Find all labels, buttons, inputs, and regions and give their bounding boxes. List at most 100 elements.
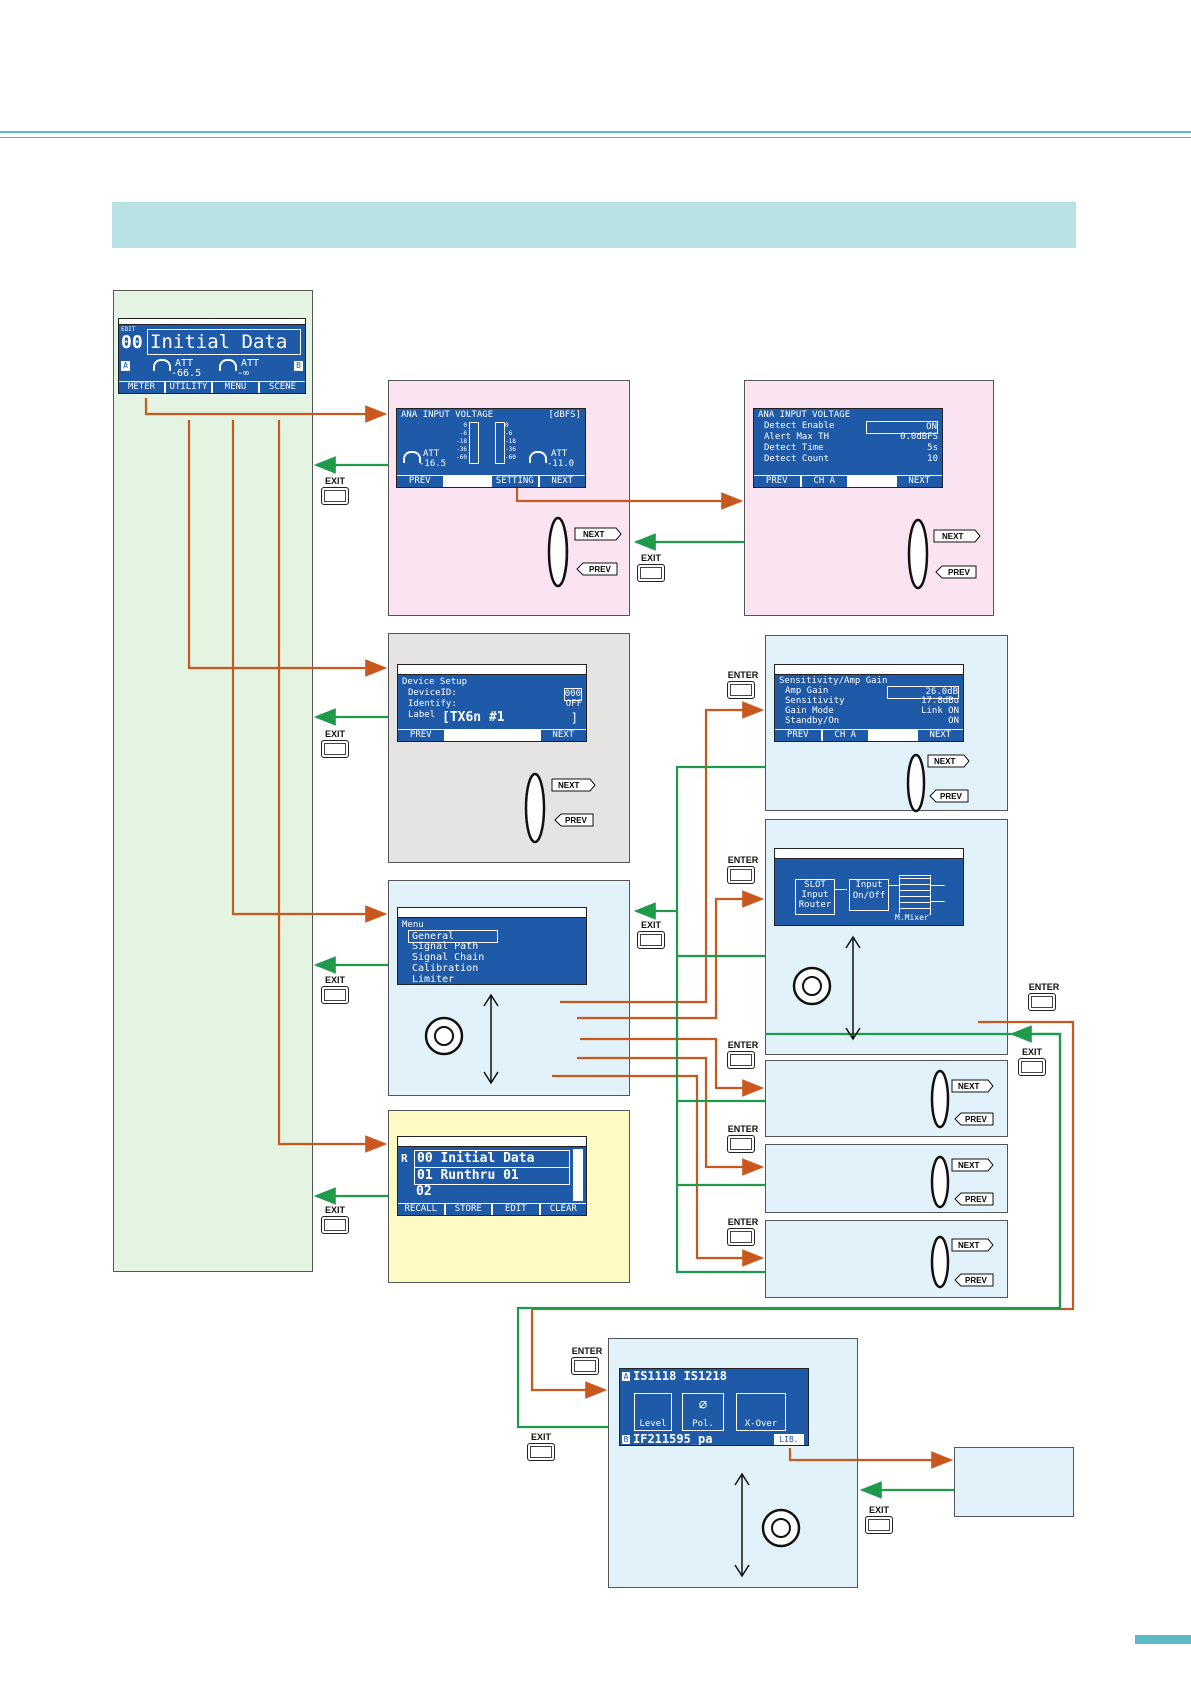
enter-button[interactable]: ENTER (727, 1040, 759, 1069)
scene-bank: R (401, 1152, 408, 1165)
softkey-scene[interactable]: SCENE (260, 382, 305, 393)
scene-row[interactable]: 00 Initial Data (414, 1150, 570, 1168)
exit-button[interactable]: EXIT (321, 1205, 349, 1234)
utility-label-value[interactable]: [TX6n #1 (442, 710, 505, 725)
softkey-ch-a[interactable]: CH A (822, 730, 868, 741)
utility-row-value[interactable]: OFF (565, 699, 582, 709)
level-block[interactable]: Level (634, 1393, 672, 1431)
general-row-label: Sensitivity (785, 696, 845, 706)
scene-scrollbar[interactable] (573, 1149, 583, 1201)
tags-meter-setting (933, 529, 981, 579)
arrow-signal-chain (530, 1020, 1075, 1399)
softkey-prev[interactable]: PREV (398, 730, 444, 741)
utility-row-value[interactable]: 000 (563, 688, 582, 701)
tags-calibration (951, 1158, 994, 1206)
exit-button[interactable]: EXIT (321, 729, 349, 758)
softkey-meter[interactable]: METER (119, 382, 164, 393)
general-row-value[interactable]: ON (948, 716, 959, 726)
scene-number: 00 (121, 332, 143, 353)
softkey-utility[interactable]: UTILITY (166, 382, 211, 393)
exit-button[interactable]: EXIT (321, 476, 349, 505)
menu-item-limiter[interactable]: Limiter (412, 974, 455, 985)
header-rule-top (0, 131, 1191, 133)
setting-row-value[interactable]: 0.0dBFS (900, 432, 938, 442)
meter-title: ANA INPUT VOLTAGE (401, 410, 494, 420)
ch-b-badge: B (294, 361, 303, 371)
softkey-prev[interactable]: PREV (754, 476, 800, 487)
utility-title: Device Setup (402, 677, 468, 687)
general-row-label: Amp Gain (785, 686, 829, 696)
signal-chain-display: A IS1118 IS1218 Level ⌀ Pol. X-Over B IF… (619, 1368, 809, 1446)
menu-item-calibration[interactable]: Calibration (412, 963, 479, 974)
softkey-prev[interactable]: PREV (775, 730, 821, 741)
exit-button[interactable]: EXIT (1018, 1047, 1046, 1076)
softkey-recall[interactable]: RECALL (398, 1204, 444, 1215)
arrow-icon (931, 901, 945, 902)
softkey-prev[interactable]: PREV (397, 476, 443, 487)
enter-button[interactable]: ENTER (727, 855, 759, 884)
enter-button[interactable]: ENTER (727, 1124, 759, 1153)
library-panel (954, 1447, 1074, 1517)
exit-button[interactable]: EXIT (527, 1432, 555, 1461)
speaker-name-b: IF211595_pa (633, 1432, 713, 1446)
softkey-clear[interactable]: CLEAR (540, 1204, 586, 1215)
enter-button[interactable]: ENTER (571, 1346, 603, 1375)
dial-icons (524, 516, 950, 1289)
menu-item-signal-path[interactable]: Signal Path (412, 941, 479, 952)
att-value-a: -66.5 (171, 368, 202, 379)
exit-button[interactable]: EXIT (321, 975, 349, 1004)
menu-item-signal-chain[interactable]: Signal Chain (412, 952, 485, 963)
crossover-block[interactable]: X-Over (736, 1393, 786, 1431)
scene-row[interactable]: 02 (416, 1184, 432, 1199)
polarity-block[interactable]: ⌀ Pol. (682, 1393, 724, 1431)
return-signal-chain-a (765, 1032, 1062, 1308)
lib-softkey[interactable]: LIB. (774, 1434, 804, 1445)
softkey-setting[interactable]: SETTING (492, 476, 538, 487)
block-m-mixer[interactable]: M.Mixer (895, 913, 929, 922)
enter-button[interactable]: ENTER (727, 670, 759, 699)
att-knob-icon (219, 359, 237, 371)
menu-item-general[interactable]: General (408, 930, 498, 943)
tag-prev: PREV (965, 1276, 987, 1285)
tags-general (927, 754, 970, 803)
general-row-value[interactable]: 26.0dB (887, 686, 959, 699)
meter-att-value-b: -11.0 (547, 459, 575, 469)
setting-row-value[interactable]: ON (866, 421, 938, 434)
exit-button[interactable]: EXIT (637, 920, 665, 949)
softkey-next[interactable]: NEXT (539, 476, 585, 487)
utility-softkeys: PREV NEXT (398, 729, 586, 741)
arrow-scene (277, 420, 388, 1153)
setting-row-value[interactable]: 10 (927, 454, 938, 464)
main-display: EDIT 00 Initial Data A ATT -66.5 ATT -∞ … (118, 318, 306, 394)
softkey-next[interactable]: NEXT (540, 730, 586, 741)
enter-button[interactable]: ENTER (727, 1217, 759, 1246)
general-row-value[interactable]: Link ON (921, 706, 959, 716)
utility-row-label: Identify: (408, 699, 457, 709)
softkey-next[interactable]: NEXT (896, 476, 942, 487)
softkey-next[interactable]: NEXT (917, 730, 963, 741)
general-row-value[interactable]: 17.8dBu (921, 696, 959, 706)
jog-signal-chain (734, 1472, 801, 1578)
tag-next: NEXT (958, 1241, 980, 1250)
matrix-mixer-grid-icon (899, 875, 931, 915)
dial-meter (547, 516, 569, 588)
meter-bar-b (495, 422, 505, 464)
scene-row[interactable]: 01 Runthru 01 (414, 1167, 570, 1185)
exit-button[interactable]: EXIT (637, 553, 665, 582)
tag-next: NEXT (934, 757, 956, 766)
softkey-menu[interactable]: MENU (213, 382, 258, 393)
arrow-icon (835, 889, 847, 890)
menu-display: Menu General Signal Path Signal Chain Ca… (397, 907, 587, 985)
enter-button[interactable]: ENTER (1028, 982, 1060, 1011)
meter-att-value-a: -16.5 (419, 459, 447, 469)
general-title: Sensitivity/Amp Gain (779, 676, 888, 686)
exit-button[interactable]: EXIT (865, 1505, 893, 1534)
utility-display: Device Setup DeviceID: 000 Identify: OFF… (397, 664, 587, 742)
softkey-ch-a[interactable]: CH A (801, 476, 847, 487)
softkey-edit[interactable]: EDIT (493, 1204, 539, 1215)
softkey-store[interactable]: STORE (445, 1204, 491, 1215)
setting-row-value[interactable]: 5s (927, 443, 938, 453)
general-row-label: Standby/On (785, 716, 840, 726)
